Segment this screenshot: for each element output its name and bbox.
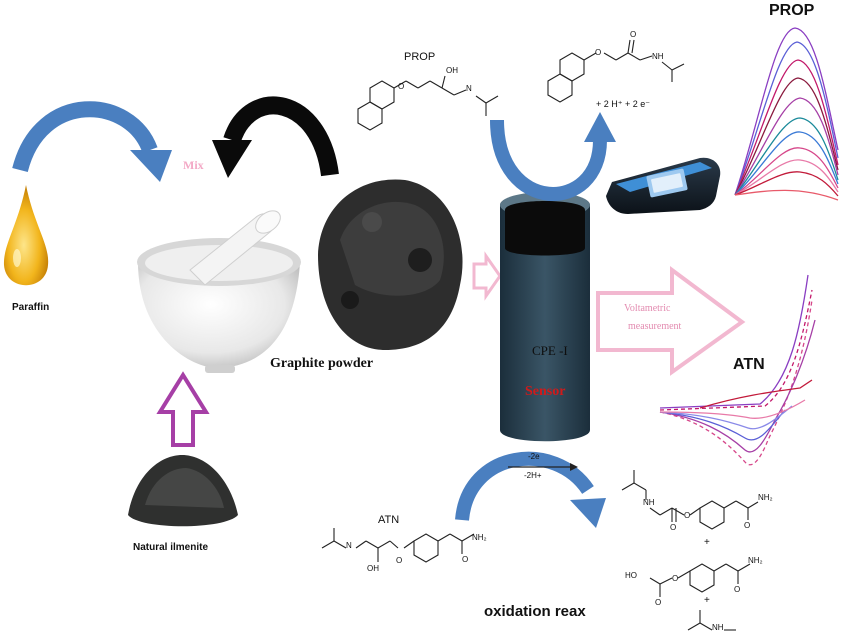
purple-arrow-ilmenite-to-mortar: [156, 371, 210, 447]
atom-label: O: [744, 521, 751, 530]
prop-products-label: + 2 H⁺ + 2 e⁻: [596, 99, 651, 109]
atom-label: N: [466, 84, 472, 93]
plus-sign-2: +: [704, 595, 710, 606]
atom-label: O: [655, 598, 662, 607]
prop-molecule-structure: [357, 75, 499, 131]
blue-arrow-atn-oxidation: [455, 451, 606, 528]
atom-label: HO: [625, 571, 637, 580]
minus-2e-label: -2e: [528, 452, 540, 461]
atn-reaction-arrow: [508, 463, 578, 471]
atom-label: O: [462, 555, 469, 564]
blue-arrow-paraffin-to-mortar: [12, 101, 172, 182]
atom-label: NH: [643, 498, 655, 507]
blue-arrow-prop-oxidation: [490, 112, 616, 201]
atom-label: NH₂: [758, 493, 773, 502]
voltametric-label-line2: measurement: [628, 321, 682, 332]
atom-label: OH: [446, 66, 458, 75]
atn-voltammogram-label: ATN: [733, 356, 765, 373]
prop-product-molecule-structure: [547, 39, 685, 103]
mix-label: Mix: [183, 158, 204, 172]
atom-label: OH: [367, 564, 379, 573]
voltametric-label-line1: Voltametric: [624, 303, 671, 314]
ilmenite-pile: [128, 455, 238, 527]
graphite-powder-label: Graphite powder: [270, 356, 374, 371]
paraffin-label: Paraffin: [12, 302, 50, 313]
sensor-title: CPE -I: [532, 343, 568, 358]
mortar-and-pestle-icon: [137, 210, 301, 373]
plus-sign-1: +: [704, 537, 710, 548]
atn-molecule-structure: [321, 528, 475, 563]
voltametric-arrow: [596, 266, 746, 376]
atom-label: O: [672, 574, 679, 583]
atn-product-2-structure: [649, 563, 751, 597]
minus-2h-label: -2H+: [524, 471, 542, 480]
atom-label: O: [398, 82, 405, 91]
atom-label: NH: [712, 623, 724, 632]
atom-label: O: [630, 30, 637, 39]
prop-voltammogram-label: PROP: [769, 2, 815, 19]
prop-molecule-label: PROP: [404, 51, 436, 63]
atom-label: O: [670, 523, 677, 532]
atom-label: NH₂: [748, 556, 763, 565]
sensor-label: Sensor: [525, 384, 566, 399]
atn-voltammogram: [659, 274, 816, 466]
pink-arrow-into-sensor: [472, 251, 502, 301]
prop-voltammogram: [734, 27, 839, 201]
atom-label: NH₂: [472, 533, 487, 542]
atn-product-3-structure: [687, 610, 736, 631]
black-arrow-graphite-to-mortar: [212, 96, 339, 178]
atn-molecule-label: ATN: [378, 514, 400, 526]
atom-label: O: [595, 48, 602, 57]
paraffin-drop-icon: [3, 185, 49, 286]
potentiostat-device-icon: [606, 157, 721, 214]
atom-label: N: [346, 541, 352, 550]
cpe-sensor-electrode: [500, 192, 590, 442]
atom-label: O: [396, 556, 403, 565]
atn-product-1-structure: [621, 470, 759, 530]
atom-label: NH: [652, 52, 664, 61]
natural-ilmenite-label: Natural ilmenite: [133, 542, 209, 553]
oxidation-label: oxidation reax: [484, 603, 586, 620]
graphite-powder-pile: [318, 179, 463, 350]
atom-label: O: [734, 585, 741, 594]
atom-label: O: [684, 511, 691, 520]
